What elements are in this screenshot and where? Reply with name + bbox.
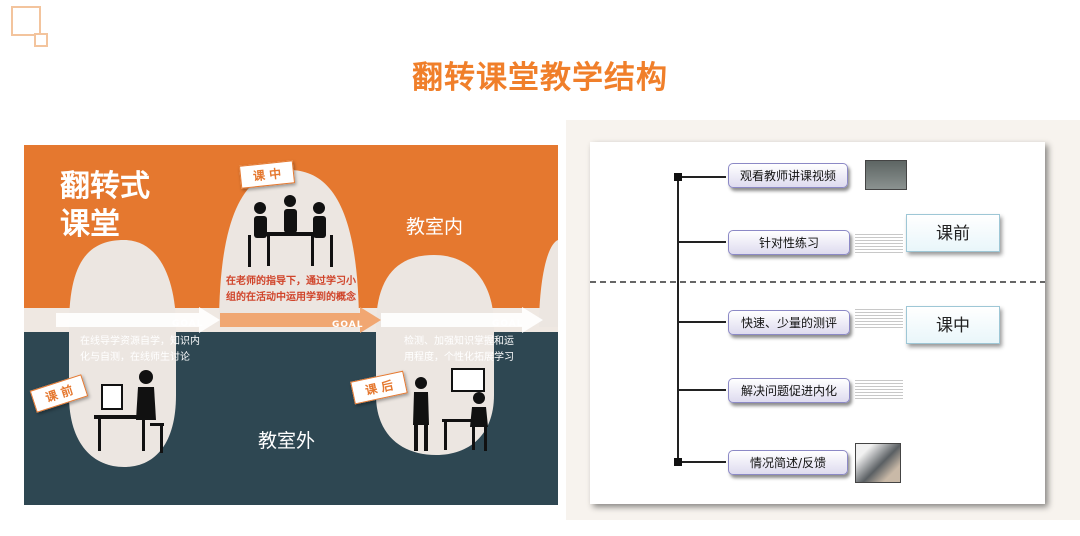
before-text-line-2: 化与自测，在线师生讨论 xyxy=(80,352,190,363)
node-watch-video: 观看教师讲课视频 xyxy=(728,163,848,188)
heading-line-1: 翻转式 xyxy=(60,169,150,204)
corner-square-small xyxy=(34,33,48,47)
classroom-outside-label: 教室外 xyxy=(258,430,316,452)
goal-label-1: GOAL xyxy=(172,319,204,329)
after-text-line-1: 检测、加强知识掌握和运 xyxy=(404,336,514,347)
phase-before-class: 课前 xyxy=(906,214,1000,252)
goal-arrow-2 xyxy=(220,307,381,333)
corner-square-large xyxy=(11,6,41,36)
goal-arrow-3 xyxy=(381,307,543,333)
phase-during-class: 课中 xyxy=(906,306,1000,344)
practice-notes xyxy=(855,232,903,254)
group-meeting-icon xyxy=(248,195,333,267)
flipped-classroom-diagram xyxy=(24,145,558,505)
after-class-bubble xyxy=(376,255,494,455)
goal-label-2: GOAL xyxy=(332,320,364,330)
assessment-notes xyxy=(855,307,903,329)
before-class-description: 在线导学资源自学，知识内 化与自测，在线师生讨论 xyxy=(80,334,200,366)
problem-notes xyxy=(855,378,903,400)
video-thumbnail xyxy=(865,160,907,190)
goal-label-3: GOAL xyxy=(492,319,524,329)
node-feedback: 情况简述/反馈 xyxy=(728,450,848,475)
goal-arrow-1 xyxy=(56,307,220,333)
after-class-description: 检测、加强知识掌握和运 用程度，个性化拓展学习 xyxy=(404,334,514,366)
during-text-line-1: 在老师的指导下，通过学习小 xyxy=(226,276,356,287)
node-quick-assessment: 快速、少量的测评 xyxy=(728,310,850,335)
teacher-screen-icon xyxy=(413,368,488,451)
flipped-classroom-heading: 翻转式 课堂 xyxy=(60,168,160,244)
before-text-line-1: 在线导学资源自学，知识内 xyxy=(80,336,200,347)
feedback-photo xyxy=(855,443,901,483)
page-title: 翻转课堂教学结构 xyxy=(412,60,668,96)
heading-line-2: 课堂 xyxy=(60,207,120,242)
during-text-line-2: 组的在活动中运用学到的概念 xyxy=(226,292,356,303)
tree-connectors xyxy=(590,173,1045,466)
student-computer-icon xyxy=(94,370,164,453)
during-class-description: 在老师的指导下，通过学习小 组的在活动中运用学到的概念 xyxy=(226,274,356,306)
node-targeted-practice: 针对性练习 xyxy=(728,230,850,255)
after-text-line-2: 用程度，个性化拓展学习 xyxy=(404,352,514,363)
classroom-inside-label: 教室内 xyxy=(406,216,464,238)
node-solve-problems: 解决问题促进内化 xyxy=(728,378,850,403)
